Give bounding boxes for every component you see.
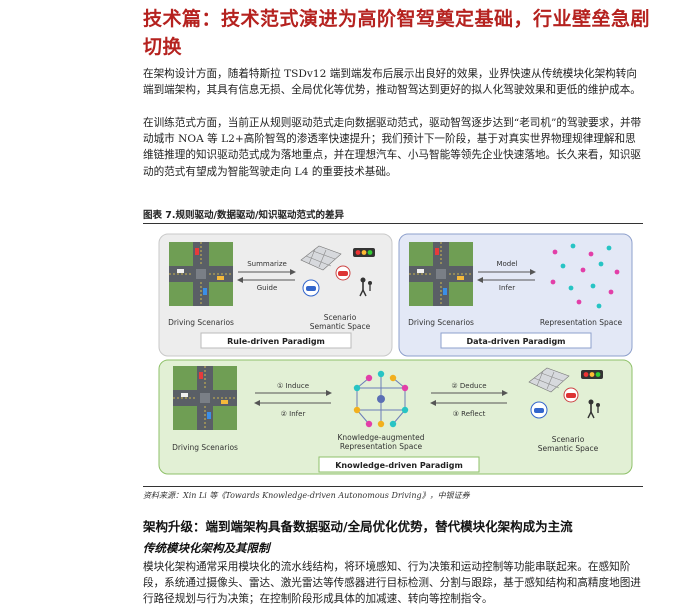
knowledge-rep-label-1: Knowledge-augmented xyxy=(337,433,424,442)
rule-paradigm-label: Rule-driven Paradigm xyxy=(227,337,325,346)
rule-driven-panel: Driving Scenarios Summarize Guide Scenar… xyxy=(158,233,393,357)
figure-source: 资料来源：Xin Li 等《Towards Knowledge-driven A… xyxy=(143,491,470,500)
rule-scenario-label-1: Scenario xyxy=(324,313,357,322)
driving-scenario-image xyxy=(168,241,234,307)
figure-caption: 图表 7.规则驱动/数据驱动/知识驱动范式的差异 xyxy=(143,210,344,221)
knowledge-paradigm-label: Knowledge-driven Paradigm xyxy=(335,461,463,470)
driving-scenario-image xyxy=(408,241,474,307)
figure-bottom-rule xyxy=(143,486,643,487)
section-subheading: 传统模块化架构及其限制 xyxy=(143,541,270,555)
section-heading: 架构升级：端到端架构具备数据驱动/全局优化优势，替代模块化架构成为主流 xyxy=(143,519,573,534)
rule-driving-label: Driving Scenarios xyxy=(168,318,234,327)
data-paradigm-label: Data-driven Paradigm xyxy=(466,337,565,346)
summarize-label: Summarize xyxy=(247,260,287,268)
deduce-label: ② Deduce xyxy=(451,382,486,390)
page-title: 技术篇：技术范式演进为高阶智驾奠定基础，行业壁垒急剧切换 xyxy=(143,8,651,58)
knowledge-driven-panel: Driving Scenarios ① Induce ② Infer xyxy=(158,359,633,475)
paradigm-figure: Driving Scenarios Summarize Guide Scenar… xyxy=(158,233,633,475)
guide-label: Guide xyxy=(257,284,278,292)
infer-label: Infer xyxy=(499,284,515,292)
knowledge-rep-label-2: Representation Space xyxy=(340,442,423,451)
knowledge-graph xyxy=(353,370,409,428)
data-driving-label: Driving Scenarios xyxy=(408,318,474,327)
paragraph-architecture: 在架构设计方面，随着特斯拉 TSDv12 端到端发布后展示出良好的效果，业界快速… xyxy=(143,68,641,97)
knowledge-scenario-label-1: Scenario xyxy=(552,435,585,444)
knowledge-infer-label: ② Infer xyxy=(281,410,306,418)
data-driven-panel: Driving Scenarios Model Infer Representa… xyxy=(398,233,633,357)
paragraph-modular-architecture: 模块化架构通常采用模块化的流水线结构，将环境感知、行为决策和运动控制等功能串联起… xyxy=(143,561,641,606)
rule-scenario-label-2: Semantic Space xyxy=(310,322,371,331)
knowledge-driving-label: Driving Scenarios xyxy=(172,443,238,452)
induce-label: ① Induce xyxy=(277,382,309,390)
driving-scenario-image xyxy=(172,365,238,431)
representation-dots xyxy=(550,243,620,309)
representation-label: Representation Space xyxy=(540,318,623,327)
paragraph-training-paradigm: 在训练范式方面，当前正从规则驱动范式走向数据驱动范式，驱动智驾逐步达到“老司机”… xyxy=(143,117,642,178)
figure-top-rule xyxy=(143,223,643,224)
model-label: Model xyxy=(496,260,517,268)
knowledge-scenario-label-2: Semantic Space xyxy=(538,444,599,453)
reflect-label: ③ Reflect xyxy=(453,410,486,418)
